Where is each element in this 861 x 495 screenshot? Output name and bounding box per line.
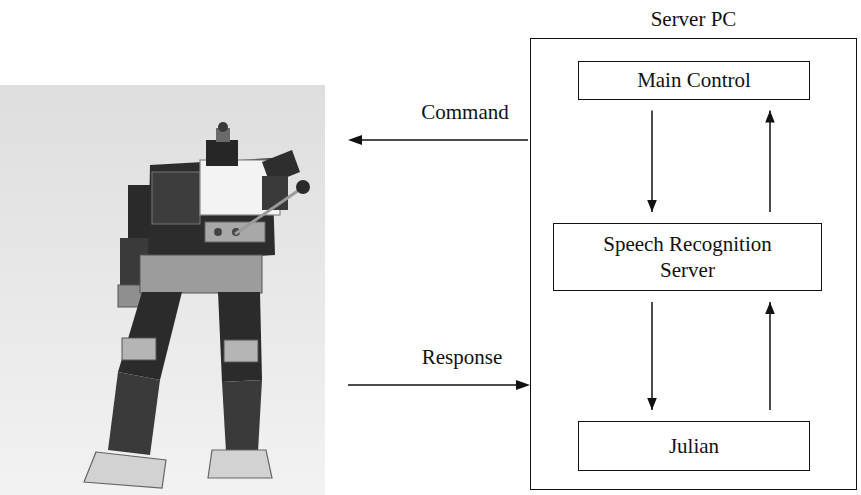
box-heading: Server PC [531, 6, 856, 32]
robot-legs-part [118, 292, 182, 380]
robot-torso-part [152, 172, 200, 224]
process-box: Speech Recognition Server [553, 223, 822, 291]
signal-label: Command [421, 99, 509, 125]
robot-legs-part [108, 372, 160, 455]
robot-legs-part [224, 340, 258, 362]
robot-head-part [218, 122, 228, 132]
flow-arrow [769, 111, 771, 213]
box-label: Speech Recognition Server [588, 231, 788, 284]
response-arrow-head [516, 380, 530, 390]
box-label: Julian [669, 433, 719, 459]
robot-legs [108, 292, 262, 455]
robot-hips [140, 255, 262, 293]
command-arrow-line [358, 139, 528, 141]
box-label: Main Control [637, 67, 751, 93]
robot-right-arm-part [296, 180, 310, 194]
server-box: Main ControlSpeech Recognition ServerJul… [530, 38, 857, 490]
robot-head [206, 122, 238, 166]
robot-torso-part [205, 222, 265, 242]
signal-label: Response [422, 344, 503, 370]
robot-feet-part [84, 452, 166, 488]
process-box: Main Control [578, 61, 810, 100]
robot-right-arm-part [235, 188, 302, 234]
photo-background [0, 85, 325, 495]
robot-legs-part [218, 292, 262, 382]
robot-photo [0, 85, 325, 495]
flow-arrow [651, 302, 653, 410]
robot-head-part [206, 140, 238, 166]
robot-feet-part [208, 450, 272, 478]
process-box: Julian [578, 421, 810, 471]
response-arrow [348, 380, 530, 390]
robot-torso [148, 158, 280, 262]
command-arrow-head [348, 135, 362, 145]
flow-arrow [769, 302, 771, 410]
command-arrow [348, 135, 528, 145]
robot-legs-part [222, 380, 262, 452]
robot-right-arm [235, 150, 310, 234]
robot-feet [84, 450, 272, 488]
robot-legs-part [122, 338, 156, 360]
response-arrow-line [348, 384, 520, 386]
robot-torso-part [214, 228, 222, 236]
flow-arrow [651, 111, 653, 213]
